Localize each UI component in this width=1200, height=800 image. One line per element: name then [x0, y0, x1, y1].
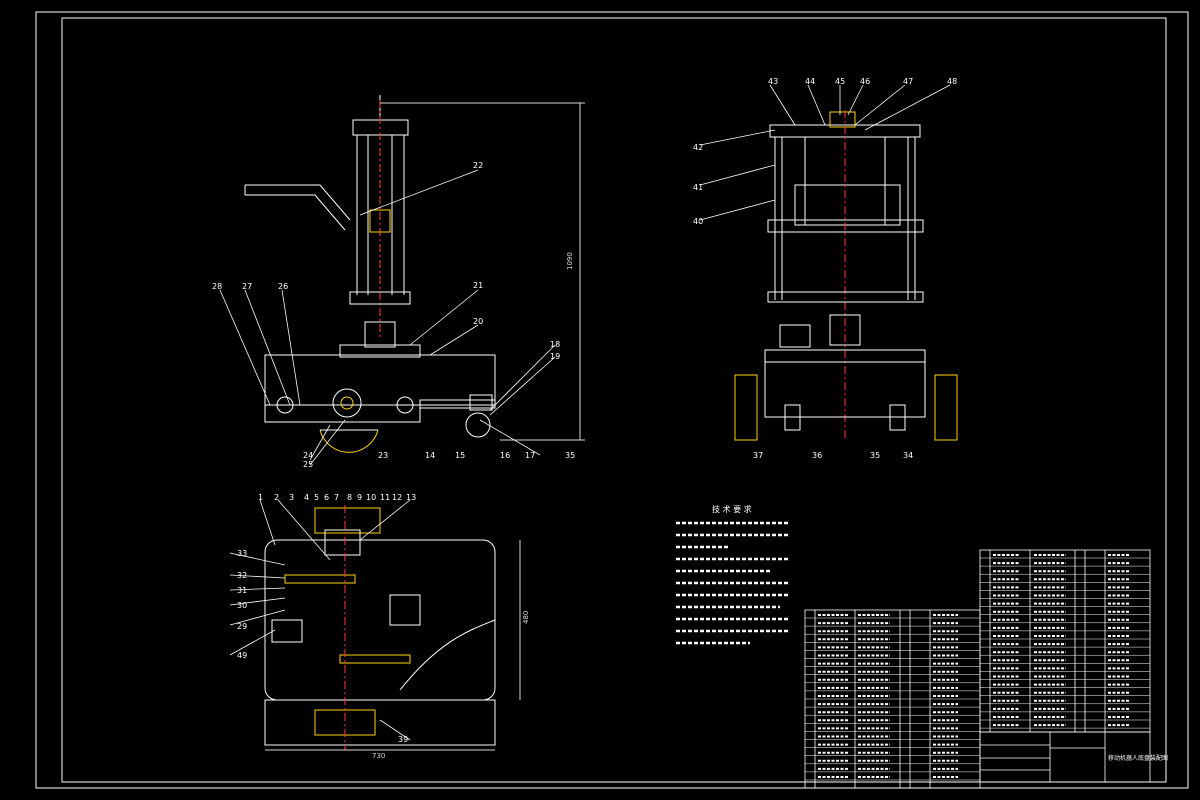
tech-requirements-title: 技 术 要 求: [712, 504, 752, 514]
balloon-14: 14: [425, 451, 435, 460]
balloon-40: 40: [693, 217, 703, 226]
balloon-37: 37: [753, 451, 763, 460]
tech-requirements-text: [676, 521, 790, 645]
drawing-name: 移动机器人底盘装配图: [1108, 754, 1168, 762]
balloon-10: 10: [366, 493, 376, 502]
balloon-19: 19: [550, 352, 560, 361]
balloon-16: 16: [500, 451, 510, 460]
balloon-26: 26: [278, 282, 288, 291]
dimension-height: 1090: [566, 252, 574, 270]
balloon-31: 31: [237, 586, 247, 595]
bom-rows: [805, 557, 1150, 781]
balloon-15: 15: [455, 451, 465, 460]
balloon-41: 41: [693, 183, 703, 192]
balloon-11: 11: [380, 493, 390, 502]
balloon-44: 44: [805, 77, 815, 86]
front-view: [734, 110, 958, 441]
balloon-5: 5: [314, 493, 319, 502]
balloon-9: 9: [357, 493, 362, 502]
balloon-8: 8: [347, 493, 352, 502]
balloon-2: 2: [274, 493, 279, 502]
title-block: [979, 731, 1151, 783]
balloon-22: 22: [473, 161, 483, 170]
balloon-30: 30: [237, 601, 247, 610]
balloon-36: 36: [812, 451, 822, 460]
bom-cell-text: [818, 554, 1130, 778]
balloon-43: 43: [768, 77, 778, 86]
balloon-39: 39: [398, 735, 408, 744]
top-view: [264, 505, 521, 751]
outer-border: [35, 11, 1189, 789]
dimension-labels: 1090 730 480: [372, 252, 574, 760]
balloon-48: 48: [947, 77, 957, 86]
balloon-numbers: 22 21 20 28 27 26 18 19 24 25 23 14 15 1…: [212, 77, 957, 744]
balloon-6: 6: [324, 493, 329, 502]
balloon-27: 27: [242, 282, 252, 291]
balloon-35-side: 35: [565, 451, 575, 460]
balloon-35: 35: [870, 451, 880, 460]
balloon-49: 49: [237, 651, 247, 660]
balloon-47: 47: [903, 77, 913, 86]
balloon-12: 12: [392, 493, 402, 502]
balloon-32: 32: [237, 571, 247, 580]
balloon-29: 29: [237, 622, 247, 631]
balloon-17: 17: [525, 451, 535, 460]
balloon-28: 28: [212, 282, 222, 291]
balloon-25: 25: [303, 460, 313, 469]
balloon-7: 7: [334, 493, 339, 502]
side-view: [244, 95, 585, 453]
balloon-20: 20: [473, 317, 483, 326]
dimension-plan-depth: 480: [522, 611, 530, 624]
inner-border: [61, 17, 1167, 783]
dimension-plan-width: 730: [372, 752, 385, 760]
balloon-18: 18: [550, 340, 560, 349]
balloon-45: 45: [835, 77, 845, 86]
leader-lines: [219, 84, 951, 741]
balloon-13: 13: [406, 493, 416, 502]
balloon-34: 34: [903, 451, 913, 460]
balloon-4: 4: [304, 493, 309, 502]
balloon-46: 46: [860, 77, 870, 86]
balloon-3: 3: [289, 493, 294, 502]
balloon-42: 42: [693, 143, 703, 152]
balloon-1: 1: [258, 493, 263, 502]
balloon-23: 23: [378, 451, 388, 460]
balloon-21: 21: [473, 281, 483, 290]
balloon-24: 24: [303, 451, 313, 460]
balloon-33: 33: [237, 549, 247, 558]
